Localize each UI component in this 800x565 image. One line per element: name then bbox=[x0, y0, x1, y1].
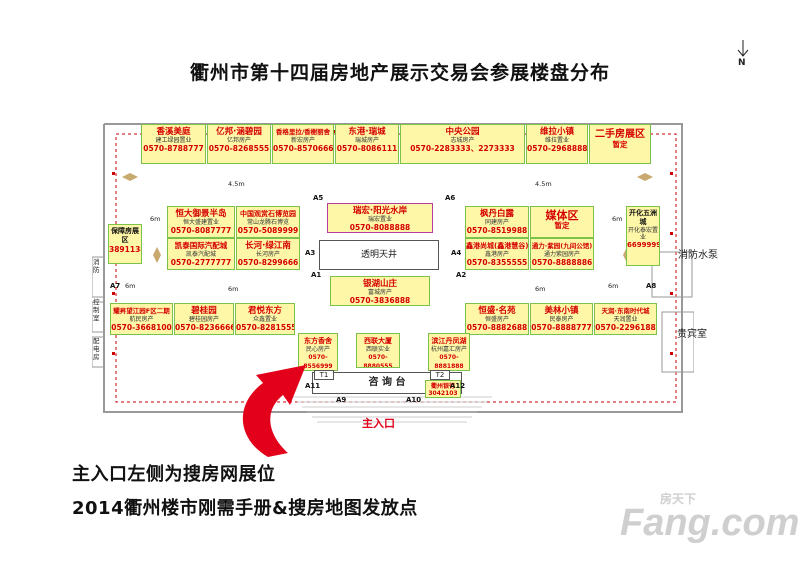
north-arrow-icon bbox=[737, 40, 749, 57]
dim-1: 4.5m bbox=[228, 180, 245, 188]
dim-2: 4.5m bbox=[535, 180, 552, 188]
info-desk: 咨 询 台 bbox=[312, 372, 462, 394]
map-title: 衢州市第十四届房地产展示交易会参展楼盘分布 bbox=[189, 62, 610, 84]
t1-marker: T1 bbox=[314, 370, 334, 380]
fire-pump-room: 消防水泵 bbox=[678, 250, 718, 261]
label-a2: A2 bbox=[456, 271, 467, 279]
vip-room: 贵宾室 bbox=[677, 329, 707, 340]
main-entrance-label: 主入口 bbox=[362, 417, 395, 430]
atrium: 透明天井 bbox=[319, 240, 439, 270]
entrance-arrow-icon bbox=[242, 365, 306, 457]
booth-secondhand[interactable]: 二手房展区暂定 bbox=[589, 124, 651, 164]
label-a11: A11 bbox=[305, 382, 321, 390]
watermark-en: Fang.com bbox=[620, 502, 800, 544]
caption-line-2: 2014衢州楼市刚需手册&搜房地图发放点 bbox=[72, 498, 418, 519]
label-a1: A1 bbox=[311, 271, 322, 279]
distribution-room-label: 配电房 bbox=[93, 337, 100, 361]
watermark-cn: 房天下 bbox=[660, 492, 697, 506]
control-room-label: 控制室 bbox=[93, 298, 100, 322]
label-a4: A4 bbox=[451, 249, 462, 257]
label-a7: A7 bbox=[110, 282, 121, 290]
label-a3: A3 bbox=[305, 249, 316, 257]
fire-control-label: 消防 bbox=[93, 258, 100, 274]
dim-5: 6m bbox=[228, 285, 239, 293]
dim-8: 6m bbox=[608, 282, 619, 290]
dim-4: 6m bbox=[612, 215, 623, 223]
label-a5: A5 bbox=[313, 194, 324, 202]
label-a12: A12 bbox=[450, 382, 466, 390]
label-a9: A9 bbox=[336, 396, 347, 404]
dim-7: 6m bbox=[125, 282, 136, 290]
north-label: N bbox=[738, 58, 746, 68]
label-a6: A6 bbox=[445, 194, 456, 202]
label-a10: A10 bbox=[406, 396, 422, 404]
dim-6: 6m bbox=[535, 285, 546, 293]
booth-media[interactable]: 媒体区暂定 bbox=[530, 206, 594, 238]
caption-line-1: 主入口左侧为搜房网展位 bbox=[72, 464, 276, 485]
fang-watermark-logo: 房天下 Fang.com bbox=[620, 490, 799, 555]
label-a8: A8 bbox=[646, 282, 657, 290]
dim-3: 6m bbox=[150, 215, 161, 223]
t2-marker: T2 bbox=[430, 370, 450, 380]
